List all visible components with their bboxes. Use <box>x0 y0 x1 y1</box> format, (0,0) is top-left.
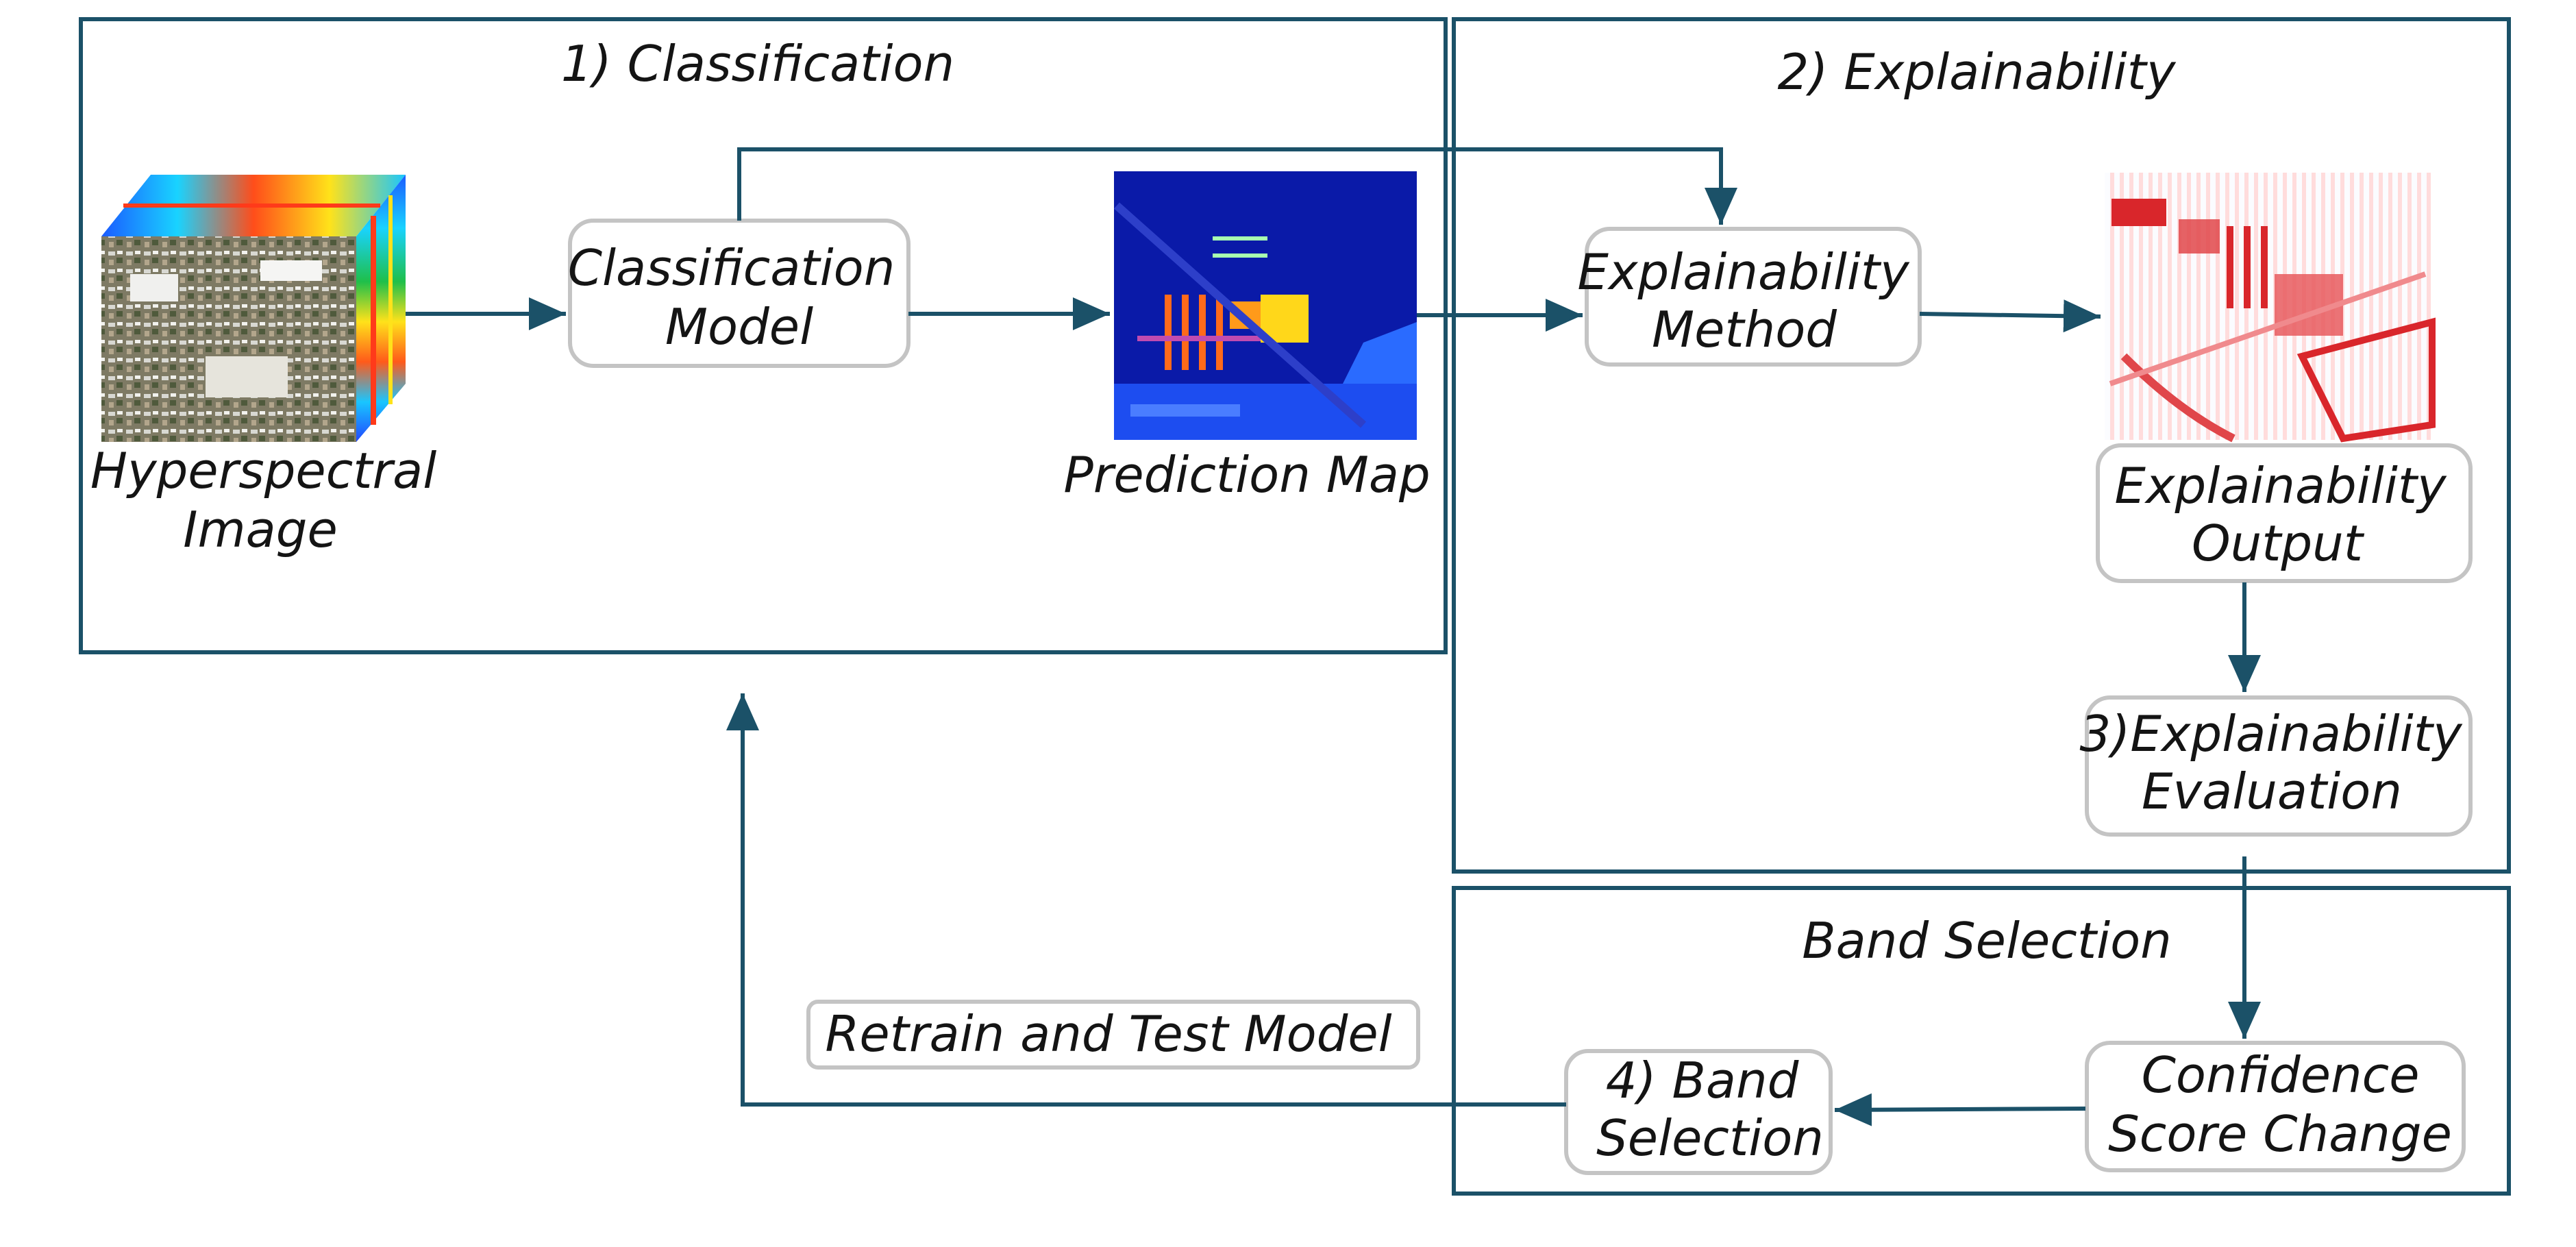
hyperspectral-image-label: Hyperspectral Image <box>90 442 452 558</box>
prediction-map-label: Prediction Map <box>1063 446 1430 504</box>
retrain-test-model-label: Retrain and Test Model <box>825 1005 1391 1063</box>
band-selection-node-label: 4) Band Selection <box>1596 1052 1824 1167</box>
edge-method-to-output <box>1919 299 2101 333</box>
classification-section-frame <box>79 17 1448 654</box>
explainability-evaluation-label: 3)Explainability Evaluation <box>2079 705 2477 820</box>
heatmap-image <box>2103 171 2436 443</box>
explainability-method-node <box>1585 227 1922 367</box>
explainability-output-node <box>2096 443 2473 583</box>
confidence-score-change-label: Confidence Score Change <box>2108 1046 2452 1163</box>
classification-section-title: 1) Classification <box>561 35 954 92</box>
edge-confidence-to-band-selection <box>1834 1093 2086 1126</box>
explainability-section-title: 2) Explainability <box>1777 43 2176 101</box>
retrain-test-model-box <box>806 1000 1420 1070</box>
explainability-method-label: Explainability Method <box>1577 243 1924 358</box>
band-selection-section-frame <box>1452 886 2511 1196</box>
confidence-score-change-node <box>2085 1041 2466 1172</box>
classification-model-label: Classification Model <box>568 239 911 356</box>
explainability-section-frame <box>1452 17 2511 874</box>
band-selection-section-title: Band Selection <box>1802 912 2172 970</box>
hyperspectral-cube-image <box>101 175 406 442</box>
explainability-evaluation-node <box>2085 695 2473 837</box>
edge-model-to-explainability <box>737 147 1737 225</box>
band-selection-node <box>1564 1049 1833 1175</box>
classification-map-image <box>1114 171 1417 440</box>
explainability-output-label: Explainability Output <box>2114 457 2462 572</box>
edge-band-selection-to-classification <box>726 693 1566 1107</box>
